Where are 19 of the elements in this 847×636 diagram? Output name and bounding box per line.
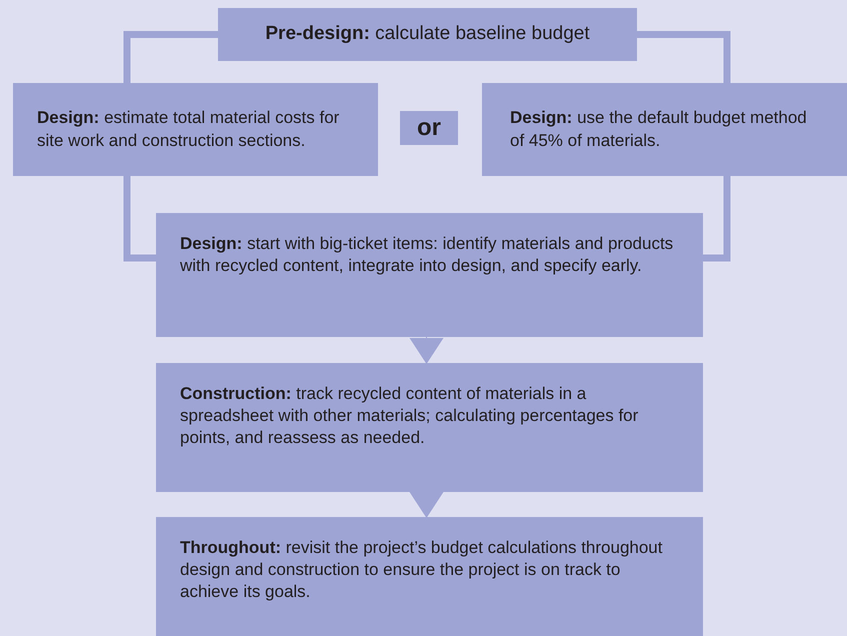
step-text: Construction: track recycled content of materials in a spreadsheet with other materials; calculating percentages for points, and reassess as needed.	[180, 383, 640, 450]
step-box	[156, 213, 703, 337]
pointer-arrow	[410, 492, 444, 518]
step-box	[13, 83, 378, 176]
step-box	[156, 363, 703, 492]
or-label: or	[417, 113, 441, 144]
pointer-arrow	[410, 336, 444, 364]
connector-line	[124, 31, 218, 83]
or-box	[400, 111, 458, 145]
step-text: Pre-design: calculate baseline budget	[265, 22, 590, 46]
step-box	[482, 83, 847, 176]
connector-line	[637, 31, 730, 83]
step-text: Design: start with big-ticket items: identify materials and products with recycled content, integrate into design, and specify early.	[180, 233, 674, 278]
step-box	[156, 517, 703, 636]
step-text: Design: use the default budget method of 45% of materials.	[510, 107, 808, 152]
step-box	[218, 8, 637, 61]
step-text: Design: estimate total material costs for site work and construction sections.	[37, 107, 340, 152]
connector-line	[703, 176, 730, 262]
step-text: Throughout: revisit the project’s budget calculations throughout design and construction to ensure the project is on track to achieve its goals.	[180, 537, 664, 604]
